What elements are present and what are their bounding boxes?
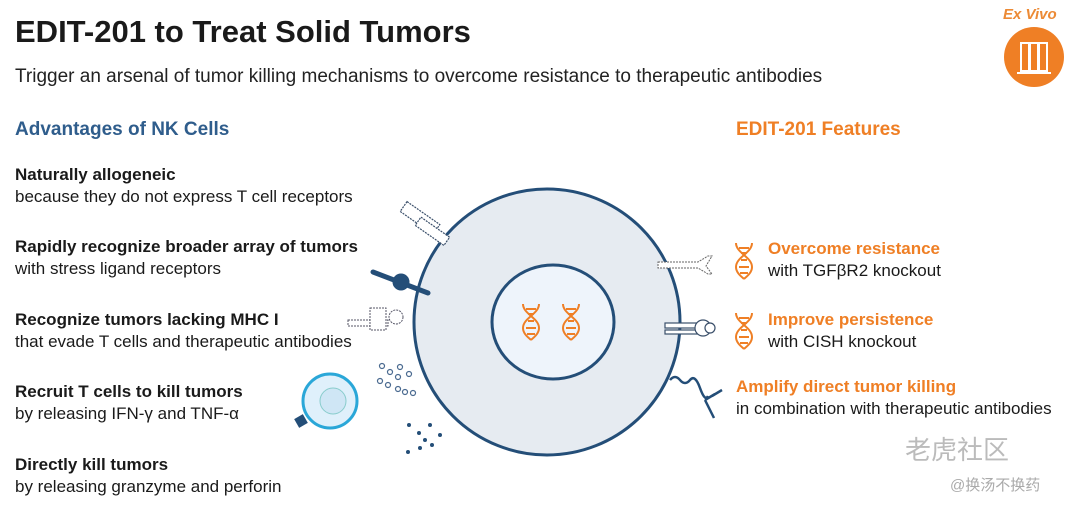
advantage-desc: with stress ligand receptors: [15, 259, 221, 278]
advantage-title: Rapidly recognize broader array of tumor…: [15, 237, 358, 256]
t-cell-icon: [294, 372, 359, 430]
nucleus: [490, 263, 616, 381]
feature-title: Overcome resistance: [768, 239, 940, 258]
feature-item: Amplify direct tumor killing in combinati…: [736, 376, 1052, 420]
advantage-desc: by releasing granzyme and perforin: [15, 477, 282, 496]
advantage-item: Rapidly recognize broader array of tumor…: [15, 236, 358, 280]
advantage-title: Directly kill tumors: [15, 455, 169, 474]
advantage-title: Recognize tumors lacking MHC I: [15, 310, 279, 329]
feature-desc: with TGFβR2 knockout: [768, 261, 941, 280]
advantage-title: Naturally allogeneic: [15, 165, 176, 184]
dna-icon: [522, 303, 540, 341]
feature-desc: in combination with therapeutic antibodi…: [736, 399, 1052, 418]
antibody-icon: [669, 375, 723, 419]
feature-title: Amplify direct tumor killing: [736, 377, 957, 396]
advantage-item: Recognize tumors lacking MHC I that evade…: [15, 309, 352, 353]
advantage-item: Directly kill tumors by releasing granzym…: [15, 454, 281, 498]
dna-icon: [735, 312, 753, 350]
feature-item: Improve persistence with CISH knockout: [768, 309, 933, 353]
advantage-desc: that evade T cells and therapeutic antib…: [15, 332, 352, 351]
advantage-desc: by releasing IFN-γ and TNF-α: [15, 404, 239, 423]
features-heading: EDIT-201 Features: [736, 119, 901, 140]
receptor-icon: [399, 200, 451, 247]
dna-icon: [735, 242, 753, 280]
tgfbr2-receptor-icon: [657, 255, 713, 275]
feature-item: Overcome resistance with TGFβR2 knockout: [768, 238, 941, 282]
advantage-item: Recruit T cells to kill tumors by releasi…: [15, 381, 243, 425]
mhc-receptor-icon: [347, 307, 404, 331]
feature-desc: with CISH knockout: [768, 332, 917, 351]
advantage-title: Recruit T cells to kill tumors: [15, 382, 243, 401]
granzyme-dots-icon: [406, 423, 442, 454]
stress-ligand-receptor-icon: [370, 269, 431, 296]
dna-icon: [562, 303, 580, 341]
test-tubes-icon: [1004, 27, 1064, 87]
watermark-subtext: @换汤不换药: [950, 477, 1041, 494]
ex-vivo-label: Ex Vivo: [1003, 6, 1057, 23]
slide-title: EDIT-201 to Treat Solid Tumors: [15, 14, 471, 49]
cish-receptor-icon: [664, 319, 716, 337]
feature-title: Improve persistence: [768, 310, 934, 329]
cytokine-dots-icon: [376, 362, 417, 397]
advantages-heading: Advantages of NK Cells: [15, 119, 230, 140]
advantage-desc: because they do not express T cell recep…: [15, 187, 353, 206]
watermark-text: 老虎社区: [905, 435, 1010, 465]
slide-subtitle: Trigger an arsenal of tumor killing mech…: [15, 66, 823, 87]
advantage-item: Naturally allogeneic because they do not …: [15, 164, 353, 208]
